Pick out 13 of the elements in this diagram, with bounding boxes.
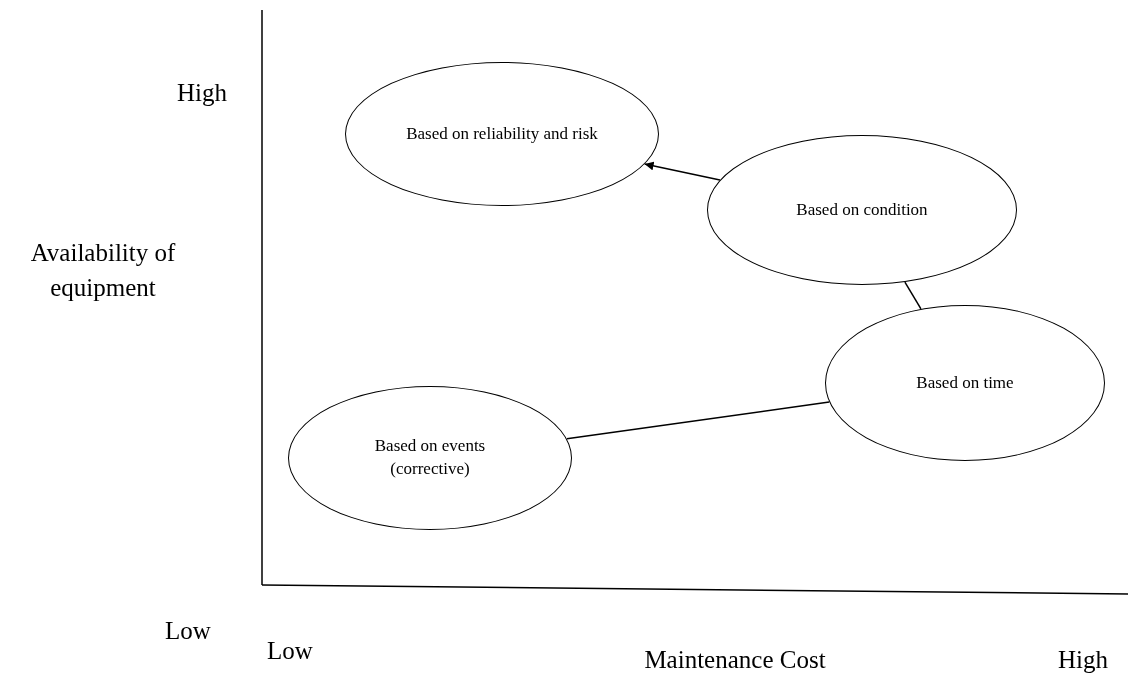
axis-title: Maintenance Cost (644, 644, 826, 675)
axis-level-label: High (1058, 644, 1108, 675)
axis-title: Availability of equipment (29, 238, 177, 303)
connector-line (643, 161, 721, 181)
connector-line (904, 281, 922, 310)
node-label: Based on condition (796, 198, 928, 221)
axis-level-label: Low (267, 635, 313, 666)
node-label: Based on time (916, 371, 1014, 394)
axis-level-label: Low (165, 615, 211, 646)
node-label: Based on reliability and risk (406, 122, 598, 145)
connector-line (566, 401, 830, 440)
node-label: Based on events (corrective) (373, 435, 487, 480)
axis-level-label: High (177, 77, 227, 108)
